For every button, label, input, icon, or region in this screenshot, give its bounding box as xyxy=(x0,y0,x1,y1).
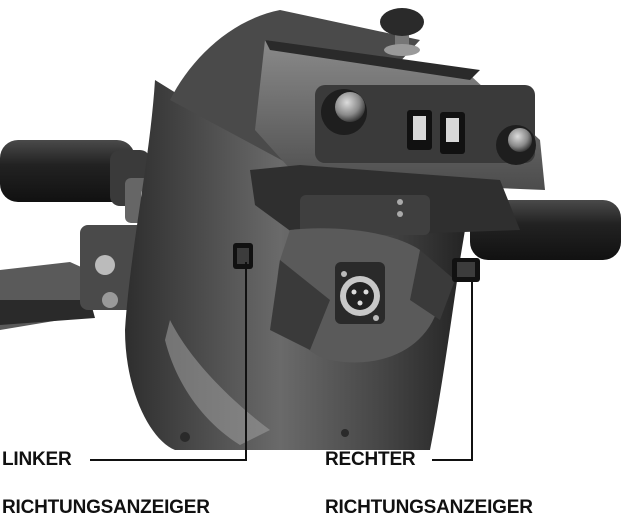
xlr-socket-icon xyxy=(335,262,385,324)
left-indicator-switch xyxy=(233,243,253,269)
left-indicator-label-line2: RICHTUNGSANZEIGER xyxy=(2,497,210,518)
throttle-bar xyxy=(250,165,520,238)
right-indicator-label-line2: RICHTUNGSANZEIGER xyxy=(325,497,533,518)
right-leader-vertical xyxy=(471,280,473,461)
joystick-knob-icon xyxy=(380,8,424,56)
left-leader-horizontal xyxy=(90,459,247,461)
right-indicator-label-line1: RECHTER xyxy=(325,449,416,470)
right-indicator-switch xyxy=(452,258,480,282)
rocker-switch-icon xyxy=(407,110,432,150)
left-indicator-label-line1: LINKER xyxy=(2,449,72,470)
left-leader-vertical xyxy=(245,262,247,461)
dial-knob-icon xyxy=(496,125,536,165)
dial-knob-icon xyxy=(321,89,367,135)
right-leader-horizontal xyxy=(432,459,473,461)
control-console xyxy=(255,40,545,190)
rocker-switch-icon xyxy=(440,112,465,154)
tiller-photo xyxy=(0,8,621,450)
